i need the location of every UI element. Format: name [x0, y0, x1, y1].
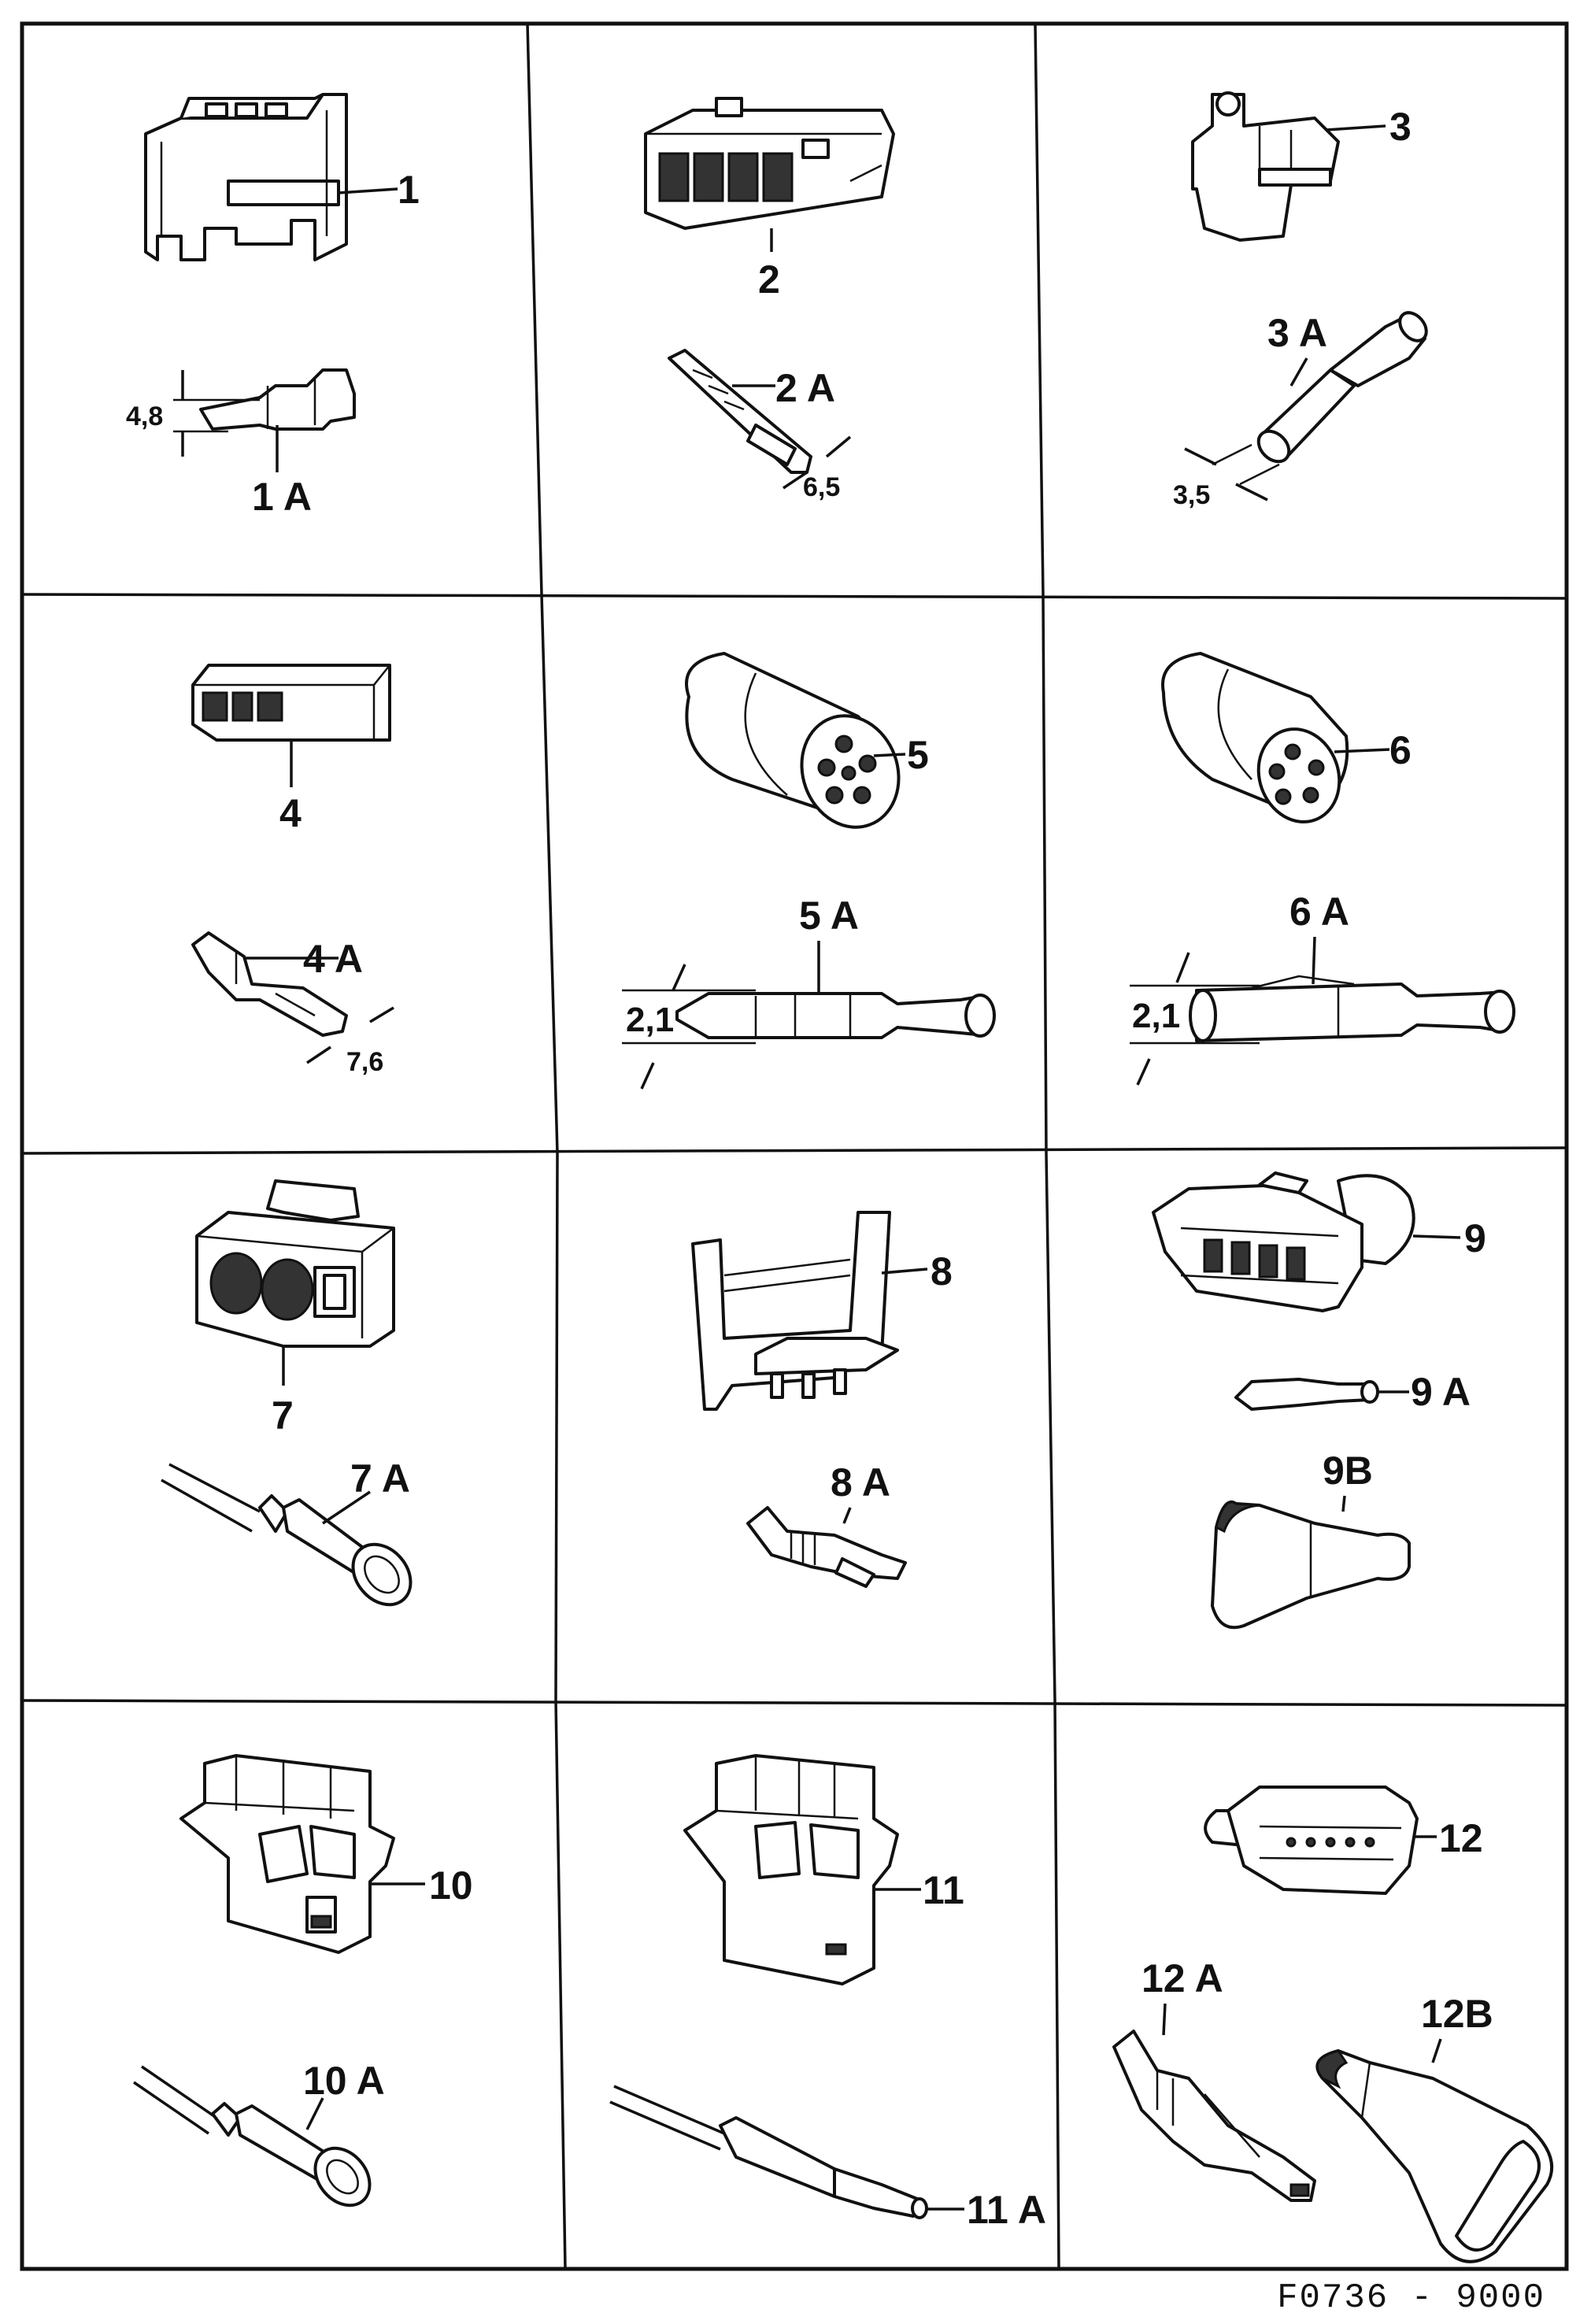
cell-11: 11 11 A — [609, 1754, 1046, 2232]
label-2a: 2 A — [775, 366, 835, 410]
label-11a: 11 A — [967, 2188, 1046, 2232]
label-10a: 10 A — [303, 2059, 385, 2103]
connector-housing-9 — [1152, 1171, 1415, 1312]
socket-terminal-6a — [1189, 975, 1515, 1042]
label-6a: 6 A — [1289, 890, 1349, 934]
label-2: 2 — [758, 257, 780, 302]
connector-housing-8 — [691, 1211, 899, 1411]
cell-1: 1 4,8 1 A — [126, 93, 420, 519]
cell-5: 5 5 A 2,1 — [622, 652, 996, 1090]
label-6: 6 — [1389, 728, 1412, 772]
connector-housing-10 — [179, 1754, 395, 1954]
round-connector-6 — [1161, 652, 1349, 823]
dim-2a: 6,5 — [803, 472, 840, 502]
cell-3: 3 3 A 3,5 — [1173, 91, 1428, 510]
label-1a: 1 A — [252, 475, 312, 519]
label-8a: 8 A — [831, 1460, 890, 1504]
connector-housing-3 — [1191, 91, 1340, 242]
connector-housing-2 — [644, 97, 895, 230]
cell-7: 7 7 A — [161, 1179, 413, 1607]
terminal-4a — [191, 931, 348, 1037]
label-9: 9 — [1464, 1216, 1486, 1260]
cell-4: 4 4 A 7,6 — [191, 664, 394, 1077]
round-connector-5 — [685, 652, 901, 829]
connector-housing-7 — [195, 1179, 395, 1348]
label-12b: 12B — [1421, 1992, 1493, 2036]
label-9a: 9 A — [1411, 1370, 1471, 1414]
label-4: 4 — [279, 791, 302, 835]
cable-terminal-7a — [161, 1463, 413, 1607]
connector-housing-4 — [191, 664, 391, 742]
terminal-1a — [199, 368, 356, 431]
label-8: 8 — [931, 1249, 953, 1293]
label-1: 1 — [398, 168, 420, 212]
cell-9: 9 9 A 9B — [1152, 1171, 1486, 1630]
dim-1a: 4,8 — [126, 402, 163, 431]
label-7a: 7 A — [350, 1456, 410, 1501]
cell-6: 6 6 A 2,1 — [1130, 652, 1515, 1086]
pin-terminal-5a — [675, 992, 996, 1039]
connector-housing-12 — [1204, 1786, 1419, 1895]
figure-reference: F0736 - 9000 — [1277, 2278, 1545, 2318]
grid-frame — [20, 21, 1569, 2271]
terminal-2a — [668, 349, 812, 474]
dim-5a: 2,1 — [626, 1001, 674, 1039]
dim-4a: 7,6 — [346, 1047, 383, 1077]
label-4a: 4 A — [303, 937, 363, 981]
rubber-boot-9b — [1211, 1501, 1411, 1630]
cell-8: 8 8 A — [691, 1211, 953, 1588]
cell-12: 12 12 A 12B — [1112, 1786, 1554, 2263]
connector-housing-1 — [144, 93, 348, 261]
cell-2: 2 2 A 6,5 — [644, 97, 895, 502]
label-10: 10 — [429, 1863, 473, 1908]
rubber-boot-12b — [1315, 2049, 1554, 2263]
label-7: 7 — [272, 1393, 294, 1438]
label-3a: 3 A — [1267, 311, 1327, 355]
label-11: 11 — [923, 1868, 964, 1912]
dim-6a: 2,1 — [1132, 997, 1180, 1035]
label-12: 12 — [1439, 1816, 1483, 1860]
label-9b: 9B — [1323, 1449, 1373, 1493]
cable-pin-11a — [609, 2085, 928, 2219]
label-12a: 12 A — [1141, 1956, 1223, 2000]
connector-housing-11 — [683, 1754, 899, 1985]
terminal-8a — [746, 1506, 907, 1588]
terminal-9a — [1234, 1378, 1379, 1411]
label-3: 3 — [1389, 105, 1412, 149]
terminal-3a — [1256, 311, 1428, 464]
label-5: 5 — [907, 733, 929, 777]
terminal-12a — [1112, 2030, 1316, 2202]
label-5a: 5 A — [799, 894, 859, 938]
cell-10: 10 10 A — [133, 1754, 473, 2207]
cable-terminal-10a — [133, 2065, 372, 2207]
dim-3a: 3,5 — [1173, 480, 1210, 510]
